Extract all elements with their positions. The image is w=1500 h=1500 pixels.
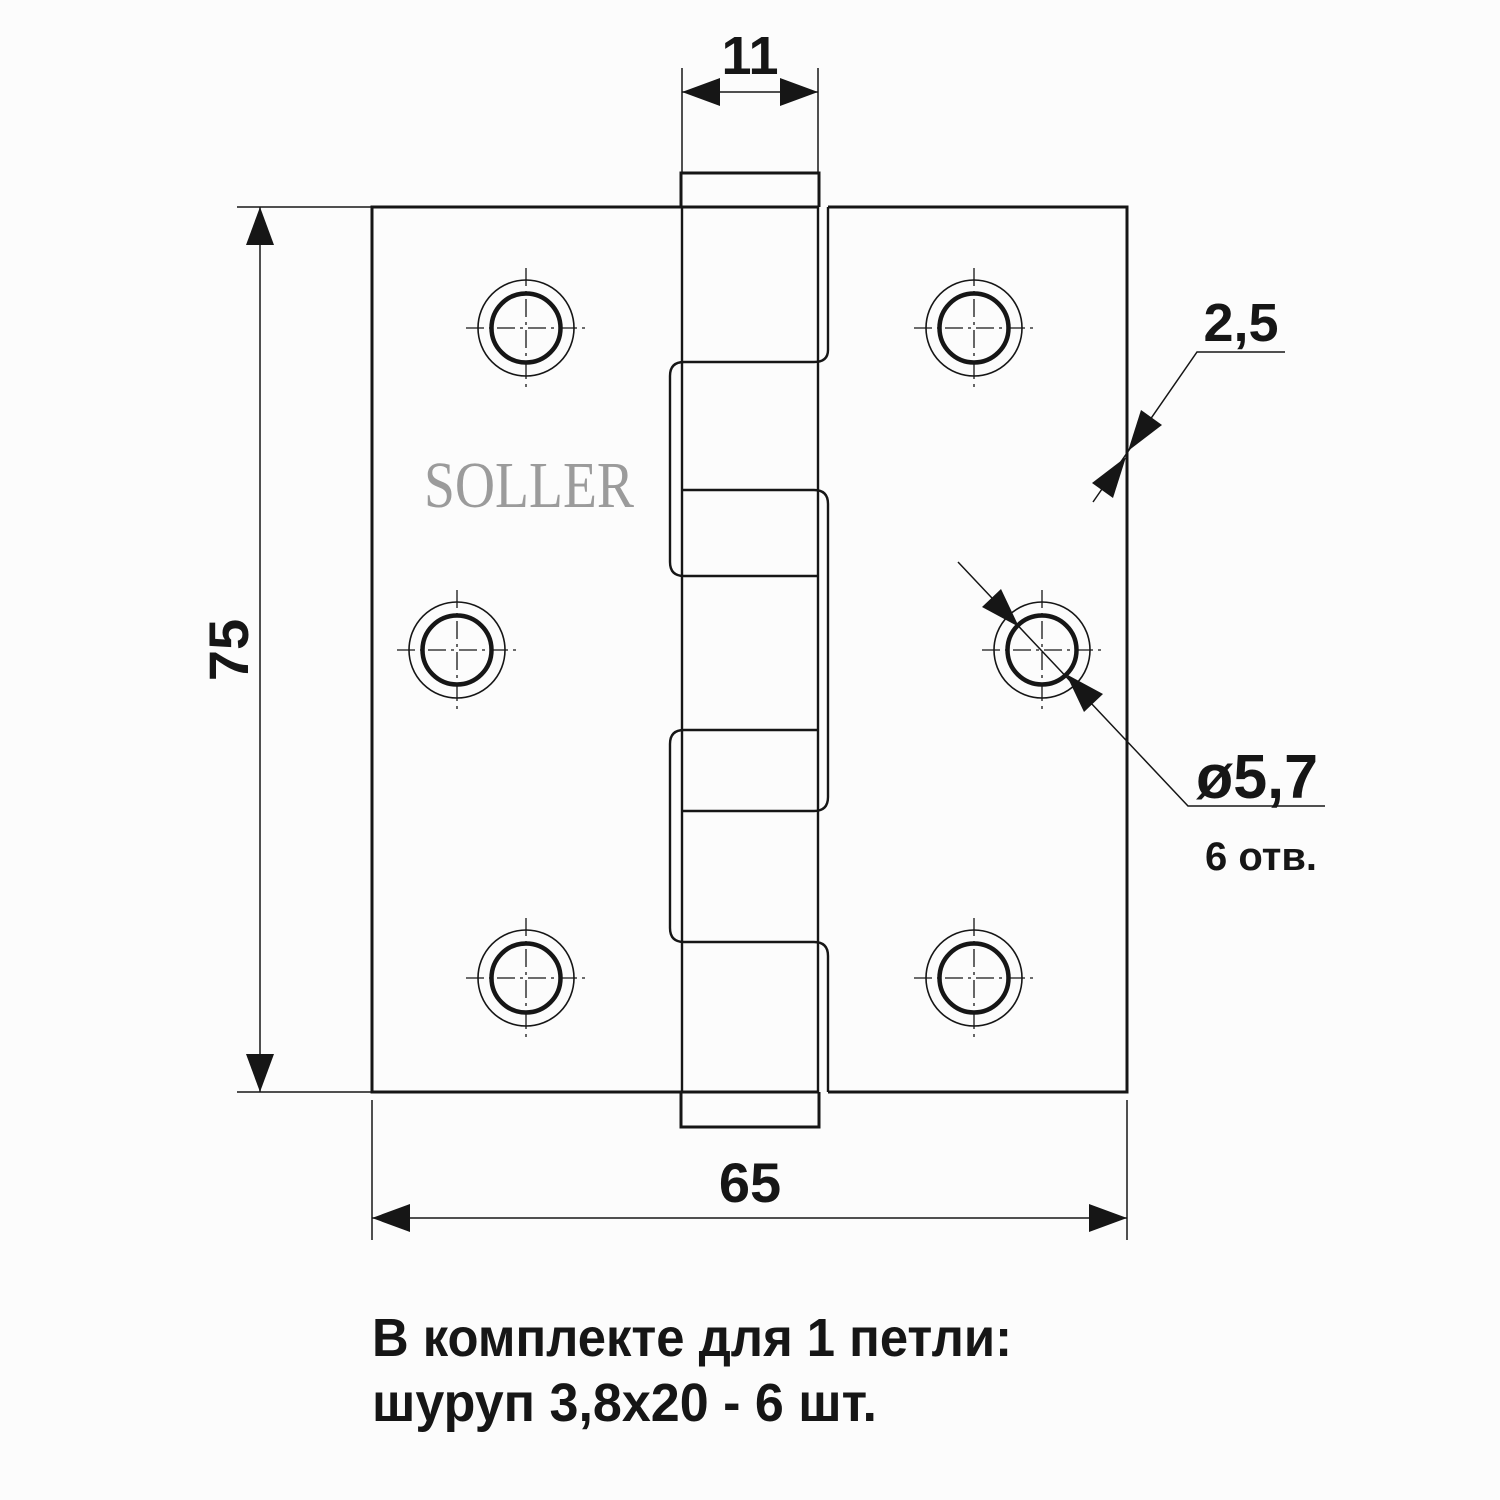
hole-count-label: 6 отв. bbox=[1205, 835, 1317, 879]
screw-hole bbox=[914, 918, 1034, 1038]
dimension-hole-diameter: ø5,7 6 отв. bbox=[957, 561, 1325, 879]
arrow-down-icon bbox=[246, 1054, 274, 1092]
kit-note-line1: В комплекте для 1 петли: bbox=[372, 1308, 1012, 1368]
kit-note: В комплекте для 1 петли: шуруп 3,8х20 - … bbox=[372, 1308, 1012, 1433]
arrow-left-icon bbox=[682, 78, 720, 106]
hole-centerline bbox=[466, 918, 586, 1038]
hinge-barrel bbox=[668, 171, 830, 1129]
dimension-plate-thickness: 2,5 bbox=[1092, 293, 1285, 503]
screw-hole bbox=[982, 590, 1102, 710]
arrow-down-left-icon bbox=[1128, 410, 1162, 451]
arrow-up-icon bbox=[246, 207, 274, 245]
dimension-barrel-width: 11 bbox=[681, 26, 819, 173]
extension-lines bbox=[681, 68, 819, 173]
screw-hole bbox=[914, 268, 1034, 388]
kit-note-line2: шуруп 3,8х20 - 6 шт. bbox=[372, 1373, 877, 1433]
knuckle-contour-lower bbox=[668, 728, 830, 1092]
arrow-down-right-icon bbox=[982, 589, 1019, 627]
arrow-up-left-icon bbox=[1066, 674, 1103, 712]
right-leaf bbox=[828, 205, 1129, 1094]
screw-hole bbox=[466, 268, 586, 388]
dimension-label: 2,5 bbox=[1203, 293, 1278, 353]
arrow-right-icon bbox=[780, 78, 818, 106]
arrow-up-right-icon bbox=[1092, 457, 1126, 498]
knuckle-contour-upper bbox=[668, 207, 830, 578]
left-leaf bbox=[370, 205, 682, 1094]
extension-lines bbox=[371, 1100, 1128, 1240]
barrel-top-cap bbox=[679, 171, 821, 207]
dimension-plate-height: 75 bbox=[197, 206, 372, 1093]
barrel-bottom-cap bbox=[679, 1092, 821, 1129]
hole-centerline bbox=[914, 268, 1034, 388]
dimension-label: 11 bbox=[721, 26, 778, 86]
screw-holes bbox=[397, 268, 1102, 1038]
dimension-label: 75 bbox=[197, 619, 260, 681]
hole-centerline bbox=[914, 918, 1034, 1038]
arrow-left-icon bbox=[372, 1204, 410, 1232]
leader-line bbox=[957, 561, 1325, 807]
dimension-total-width: 65 bbox=[371, 1100, 1128, 1240]
hole-centerline bbox=[466, 268, 586, 388]
leader-line bbox=[1092, 351, 1285, 503]
hole-centerline bbox=[397, 590, 517, 710]
hole-centerline bbox=[982, 590, 1102, 710]
screw-hole bbox=[466, 918, 586, 1038]
dimension-label: 65 bbox=[719, 1151, 781, 1214]
screw-hole bbox=[397, 590, 517, 710]
arrow-right-icon bbox=[1089, 1204, 1127, 1232]
dimension-label: ø5,7 bbox=[1196, 743, 1318, 812]
brand-watermark: SOLLER bbox=[424, 449, 634, 522]
knuckle-contour-middle bbox=[682, 488, 830, 813]
